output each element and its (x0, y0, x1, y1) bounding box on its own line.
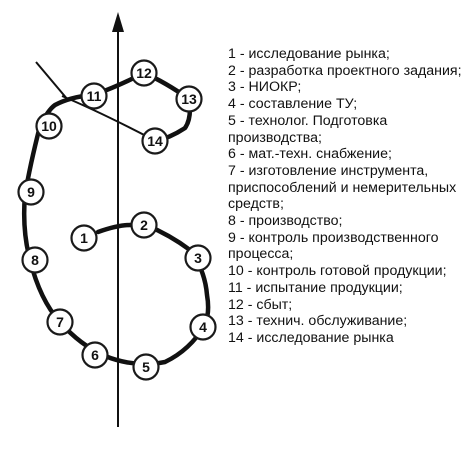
legend-item-text: исследование рынка (256, 329, 394, 346)
legend-item-number: 8 - (228, 213, 249, 230)
legend-item-number: 4 - (228, 96, 249, 113)
node-5: 5 (132, 353, 160, 381)
svg-text:14: 14 (147, 133, 163, 149)
legend-item-number: 5 - (228, 112, 249, 129)
legend-item: 4 - составление ТУ; (228, 96, 468, 113)
node-6: 6 (81, 341, 109, 369)
svg-text:2: 2 (140, 217, 148, 233)
legend-item-text: сбыт; (256, 296, 293, 313)
node-2: 2 (130, 211, 158, 239)
svg-text:7: 7 (56, 314, 64, 330)
legend-item-number: 2 - (228, 62, 249, 79)
svg-text:13: 13 (181, 91, 197, 107)
legend-item-number: 3 - (228, 79, 249, 96)
legend-item-text: изготовление инструмента, приспособлений… (228, 162, 457, 213)
node-3: 3 (184, 244, 212, 272)
legend-item-text: контроль производственного процесса; (228, 229, 439, 263)
legend-item-number: 14 - (228, 329, 257, 346)
legend-item: 1 - исследование рынка; (228, 46, 468, 63)
legend-item: 9 - контроль производственного процесса; (228, 230, 468, 263)
svg-text:12: 12 (136, 65, 152, 81)
legend-item: 13 - технич. обслуживание; (228, 313, 468, 330)
legend-item-text: НИОКР; (248, 79, 302, 96)
legend-item: 12 - сбыт; (228, 297, 468, 314)
legend-item: 14 - исследование рынка (228, 330, 468, 347)
legend-list: 1 - исследование рынка; 2 - разработка п… (228, 46, 468, 347)
legend-item-text: производство; (248, 213, 343, 230)
svg-text:6: 6 (91, 347, 99, 363)
legend-item-text: технич. обслуживание; (256, 313, 408, 330)
legend-item-number: 13 - (228, 313, 257, 330)
legend-item-number: 11 - (228, 279, 256, 296)
legend-item: 3 - НИОКР; (228, 79, 468, 96)
legend-item-number: 9 - (228, 229, 249, 246)
svg-text:11: 11 (87, 88, 102, 104)
legend-item: 11 - испытание продукции; (228, 280, 468, 297)
node-9: 9 (17, 178, 45, 206)
node-14: 14 (141, 127, 169, 155)
node-11: 11 (80, 82, 108, 110)
spiral-entry-line (35, 61, 69, 101)
node-1: 1 (70, 224, 98, 252)
svg-text:4: 4 (199, 319, 207, 335)
legend-item-number: 12 - (228, 296, 257, 313)
legend-item-text: контроль готовой продукции; (256, 263, 447, 280)
legend-item-text: мат.-техн. снабжение; (248, 146, 392, 163)
legend-item-text: технолог. Подготовка производства; (228, 112, 388, 146)
axis-arrowhead (112, 12, 124, 32)
legend-item: 7 - изготовление инструмента, приспособл… (228, 163, 468, 213)
legend-item-number: 1 - (228, 46, 249, 62)
node-4: 4 (189, 313, 217, 341)
svg-text:9: 9 (27, 184, 35, 200)
svg-text:5: 5 (142, 359, 150, 375)
svg-text:1: 1 (80, 230, 88, 246)
node-7: 7 (46, 308, 74, 336)
legend-item-number: 6 - (228, 146, 249, 163)
svg-text:10: 10 (41, 118, 57, 134)
svg-text:8: 8 (31, 252, 39, 268)
legend-item: 6 - мат.-техн. снабжение; (228, 146, 468, 163)
legend-item: 8 - производство; (228, 213, 468, 230)
nodes-layer: 1 2 3 4 5 6 7 8 9 10 11 12 13 14 (17, 59, 217, 381)
node-13: 13 (175, 85, 203, 113)
node-12: 12 (130, 59, 158, 87)
legend-item-text: исследование рынка; (248, 46, 390, 62)
legend-item-text: разработка проектного задания; (248, 62, 462, 79)
legend-item: 10 - контроль готовой продукции; (228, 263, 468, 280)
legend-item-text: составление ТУ; (248, 96, 358, 113)
legend-item: 5 - технолог. Подготовка производства; (228, 113, 468, 146)
svg-text:3: 3 (194, 250, 202, 266)
node-10: 10 (35, 112, 63, 140)
legend-item: 2 - разработка проектного задания; (228, 63, 468, 80)
legend-item-number: 7 - (228, 162, 249, 179)
legend-item-text: испытание продукции; (255, 279, 403, 296)
legend-item-number: 10 - (228, 263, 257, 280)
node-8: 8 (21, 246, 49, 274)
